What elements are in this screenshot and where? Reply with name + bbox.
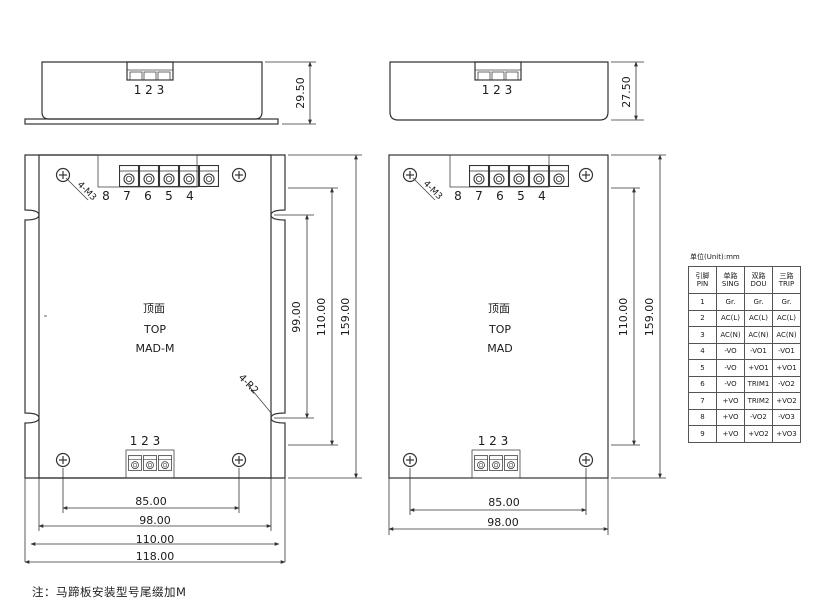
footnote: 注：马蹄板安装型号尾缀加M xyxy=(32,585,187,599)
side-view-left: 1 2 3 29.50 xyxy=(24,61,316,125)
svg-text:4: 4 xyxy=(186,189,194,203)
top-view-left: 8 7 6 5 4 4-M3 1 2 3 顶面 TOP MAD-M 4-R2 9… xyxy=(24,154,362,564)
mount-hole-icon xyxy=(578,167,594,183)
hole-label: 4-M3 xyxy=(421,179,444,202)
dim-110: 110.00 xyxy=(315,298,328,337)
slot-label: 4-R2 xyxy=(236,372,260,396)
top-pin-labels: 8 7 6 5 4 xyxy=(454,189,546,203)
mount-hole-icon xyxy=(231,452,247,468)
mount-hole-icon xyxy=(402,452,418,468)
mount-hole-icon xyxy=(231,167,247,183)
dim-98: 98.00 xyxy=(487,516,519,529)
dim-85: 85.00 xyxy=(135,495,167,508)
top-pin-labels: 8 7 6 5 4 xyxy=(102,189,194,203)
svg-text:6: 6 xyxy=(496,189,504,203)
dim-118: 118.00 xyxy=(136,550,175,563)
svg-text:8: 8 xyxy=(102,189,110,203)
svg-text:5: 5 xyxy=(517,189,525,203)
mount-hole-icon xyxy=(55,452,71,468)
label-cn: 顶面 xyxy=(143,302,165,315)
dim-110w: 110.00 xyxy=(136,533,175,546)
side-view-right: 1 2 3 27.50 xyxy=(389,61,644,121)
label-cn: 顶面 xyxy=(488,302,510,315)
svg-text:7: 7 xyxy=(475,189,483,203)
dim-110: 110.00 xyxy=(617,298,630,337)
dim-159: 159.00 xyxy=(339,298,352,337)
side-pin-labels: 1 2 3 xyxy=(134,83,165,97)
dim-159: 159.00 xyxy=(643,298,656,337)
model-label: MAD-M xyxy=(136,342,175,355)
dim-85: 85.00 xyxy=(488,496,520,509)
mount-hole-icon xyxy=(578,452,594,468)
dim-98: 98.00 xyxy=(139,514,171,527)
dim-99: 99.00 xyxy=(290,301,303,333)
dim-height-left: 29.50 xyxy=(294,77,307,109)
table-row: 5-VO+VO1+VO1 xyxy=(688,359,801,377)
side-pin-labels: 1 2 3 xyxy=(482,83,513,97)
svg-text:8: 8 xyxy=(454,189,462,203)
bottom-pin-labels: 1 2 3 xyxy=(478,434,509,448)
svg-text:5: 5 xyxy=(165,189,173,203)
label-top: TOP xyxy=(143,323,166,336)
svg-text:4: 4 xyxy=(538,189,546,203)
table-row: 8+VO-VO2-VO3 xyxy=(688,408,801,426)
top-view-right: 8 7 6 5 4 4-M3 1 2 3 顶面 TOP MAD 110.00 1… xyxy=(388,154,666,535)
label-top: TOP xyxy=(488,323,511,336)
table-row: 4-VO-VO1-VO1 xyxy=(688,342,801,360)
svg-text:6: 6 xyxy=(144,189,152,203)
unit-label: 单位(Unit):mm xyxy=(690,253,740,261)
dim-height-right: 27.50 xyxy=(620,76,633,108)
svg-text:7: 7 xyxy=(123,189,131,203)
table-row: 9+VO+VO2+VO3 xyxy=(688,425,801,443)
model-label: MAD xyxy=(487,342,513,355)
hole-label: 4-M3 xyxy=(75,180,98,203)
bottom-pin-labels: 1 2 3 xyxy=(130,434,161,448)
